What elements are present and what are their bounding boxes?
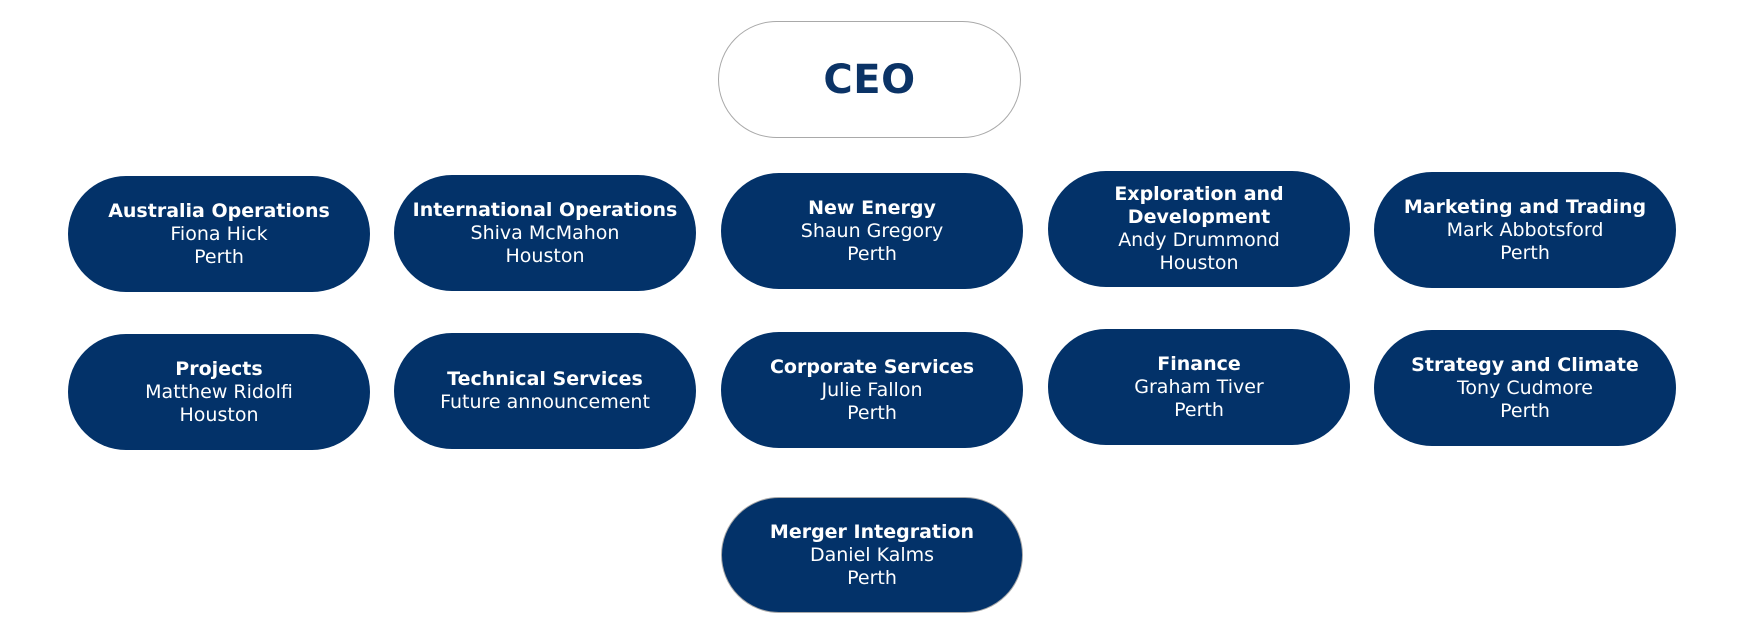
node-corporate-services: Corporate Services Julie Fallon Perth [721,332,1023,448]
node-location: Houston [179,403,259,426]
node-person: Andy Drummond [1118,229,1280,251]
node-technical-services: Technical Services Future announcement [394,333,696,449]
node-person: Future announcement [440,391,650,413]
node-title: Marketing and Trading [1403,195,1647,218]
node-merger-integration: Merger Integration Daniel Kalms Perth [721,497,1023,613]
node-location: Perth [1500,399,1550,422]
node-projects: Projects Matthew Ridolfi Houston [68,334,370,450]
node-title: New Energy [808,196,936,219]
node-person: Tony Cudmore [1457,376,1593,399]
node-location: Perth [1500,241,1550,264]
node-title: Technical Services [447,368,643,390]
node-strategy-and-climate: Strategy and Climate Tony Cudmore Perth [1374,330,1676,446]
node-person: Matthew Ridolfi [145,380,293,403]
node-international-operations: International Operations Shiva McMahon H… [394,175,696,291]
node-location: Houston [1159,252,1239,274]
node-location: Perth [847,401,897,424]
node-exploration-and-development: Exploration and Development Andy Drummon… [1048,171,1350,287]
node-new-energy: New Energy Shaun Gregory Perth [721,173,1023,289]
node-location: Perth [1174,398,1224,421]
ceo-label: CEO [823,56,916,103]
node-person: Shaun Gregory [800,219,944,242]
node-title: Exploration and Development [1114,183,1284,228]
node-title: Projects [175,357,263,380]
node-location: Perth [194,245,244,268]
node-title: Merger Integration [769,520,975,543]
node-person: Daniel Kalms [809,543,935,566]
node-person: Shiva McMahon [470,221,620,244]
node-location: Perth [847,242,897,265]
node-title: International Operations [412,198,678,221]
node-australia-operations: Australia Operations Fiona Hick Perth [68,176,370,292]
node-title: Finance [1157,352,1241,375]
ceo-node: CEO [718,21,1021,138]
node-person: Fiona Hick [170,222,268,245]
node-title: Corporate Services [769,355,975,378]
node-title: Strategy and Climate [1411,353,1639,376]
node-finance: Finance Graham Tiver Perth [1048,329,1350,445]
node-person: Mark Abbotsford [1446,218,1604,241]
node-person: Julie Fallon [821,378,923,401]
node-marketing-and-trading: Marketing and Trading Mark Abbotsford Pe… [1374,172,1676,288]
node-title: Australia Operations [108,199,330,222]
node-location: Houston [505,244,585,267]
node-person: Graham Tiver [1134,375,1264,398]
node-location: Perth [847,566,897,589]
